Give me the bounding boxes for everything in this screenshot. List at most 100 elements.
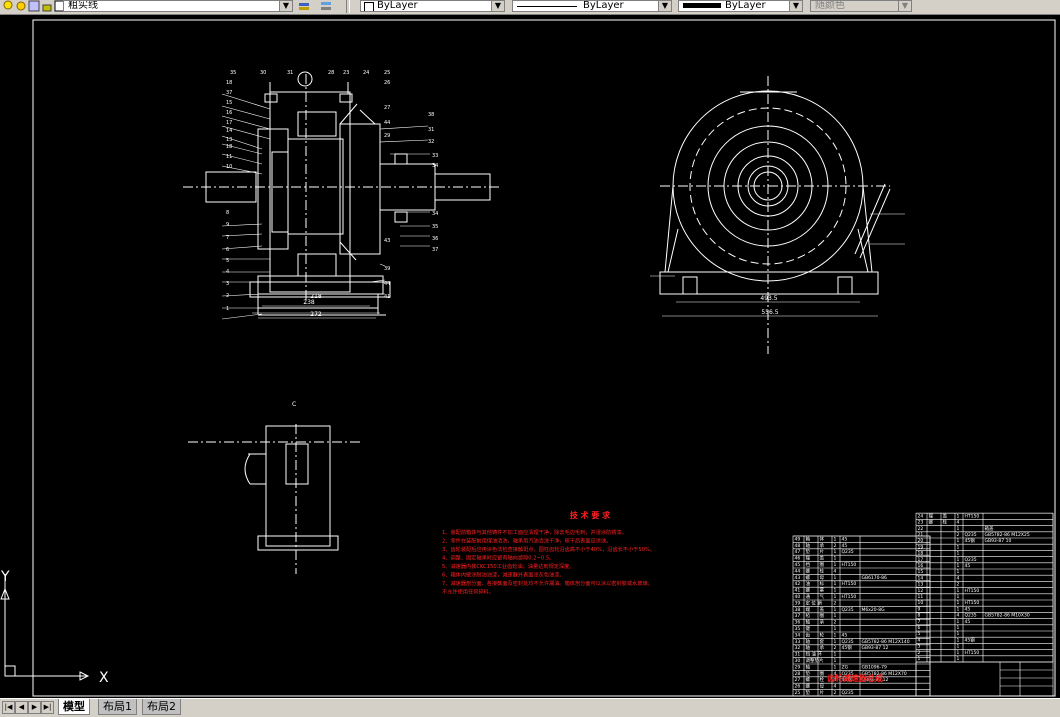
lightbulb-icon[interactable] — [2, 0, 14, 12]
tab-model[interactable]: 模型 — [58, 699, 90, 715]
parts-list-cell: 1 — [834, 581, 837, 587]
svg-text:3: 3 — [226, 281, 229, 287]
parts-list-cell: GB6170-86 — [862, 575, 888, 581]
parts-list-cell: 螺 — [806, 676, 811, 683]
parts-list-cell: 31 — [795, 652, 801, 658]
parts-list-cell: 1 — [957, 619, 960, 625]
parts-list-cell: 2 — [834, 600, 837, 606]
parts-list-cell: 母 — [820, 575, 825, 581]
first-tab-button[interactable]: |◀ — [2, 701, 15, 714]
sun-icon[interactable] — [15, 0, 27, 12]
parts-list-cell: Q235 — [842, 690, 854, 696]
parts-list-cell: 1 — [834, 632, 837, 638]
parts-list-cell: 8 — [918, 613, 921, 619]
layer-dropdown[interactable]: 粗实线 ▼ — [63, 0, 293, 12]
parts-list-cell: 4 — [834, 568, 837, 574]
linetype-dropdown[interactable]: ByLayer ▼ — [512, 0, 672, 12]
parts-list-cell: 1 — [834, 594, 837, 600]
parts-list-cell: 4 — [957, 575, 960, 581]
lineweight-sample — [683, 3, 721, 8]
next-tab-button[interactable]: ▶ — [28, 701, 41, 714]
svg-text:15: 15 — [226, 100, 232, 106]
prev-tab-button[interactable]: ◀ — [15, 701, 28, 714]
parts-list-cell: 1 — [957, 551, 960, 557]
parts-list-cell: 垫 — [806, 670, 811, 677]
toolbar-separator — [346, 0, 350, 13]
parts-list-cell: 箱 — [806, 535, 811, 542]
lineweight-dropdown[interactable]: ByLayer ▼ — [678, 0, 803, 12]
parts-list-cell: 5 — [918, 631, 921, 637]
parts-list-cell: 轴 — [806, 638, 811, 645]
parts-list-cell: 3 — [918, 644, 921, 650]
parts-list-cell: 箱盖 — [985, 525, 994, 532]
parts-list-cell: 端 — [929, 512, 934, 519]
svg-text:31: 31 — [428, 127, 434, 133]
parts-list-cell: 11 — [918, 594, 924, 600]
parts-list-cell: 42 — [795, 581, 801, 587]
parts-list-cell: 套 — [820, 638, 825, 645]
svg-text:34: 34 — [432, 211, 438, 217]
parts-list-cell: GB5782-86 M12X25 — [985, 532, 1030, 538]
parts-list-cell: 螺 — [806, 683, 811, 690]
parts-list-cell: 键 — [806, 625, 811, 632]
parts-list-cell: 37 — [795, 613, 801, 619]
parts-list-cell: Q235 — [842, 549, 854, 555]
svg-text:44: 44 — [384, 120, 390, 126]
layer-previous-icon[interactable] — [320, 0, 332, 12]
parts-list-cell: HT150 — [965, 588, 980, 594]
parts-list-cell: 45 — [795, 562, 801, 568]
parts-list-cell: 1 — [957, 594, 960, 600]
parts-list-cell: 轴 — [806, 619, 811, 626]
tech-note-line: 6、箱体内壁涂耐油油漆，减速器外表面涂灰色油漆。 — [442, 571, 565, 579]
chevron-down-icon[interactable]: ▼ — [789, 1, 802, 11]
parts-list-cell: 13 — [918, 582, 924, 588]
parts-list-cell: 45 — [842, 632, 848, 638]
parts-list-cell: 49 — [795, 536, 801, 542]
parts-list-cell: 30 — [795, 658, 801, 664]
tab-layout1[interactable]: 布局1 — [98, 699, 137, 715]
parts-list-cell: Q235 — [842, 607, 854, 613]
parts-list-cell: 承 — [820, 542, 825, 549]
svg-text:18: 18 — [226, 80, 232, 86]
svg-text:33: 33 — [432, 153, 438, 159]
tech-note-line: 3、齿轮装配后应用涂色法检查接触斑点，圆柱齿轮沿齿高不小于40%，沿齿长不小于5… — [442, 545, 655, 553]
parts-list-cell: 盖 — [820, 606, 825, 613]
parts-list-cell: 1 — [957, 513, 960, 519]
svg-text:11: 11 — [226, 154, 232, 160]
parts-list-cell: 1 — [957, 544, 960, 550]
parts-list-cell: 轴 — [806, 663, 811, 670]
chevron-down-icon[interactable]: ▼ — [658, 1, 671, 11]
parts-list-cell: 承 — [820, 619, 825, 626]
color-square-icon[interactable] — [28, 0, 40, 12]
tech-note-line: 5、减速器内装CKC150工业齿轮油，油量达到规定深度。 — [442, 562, 575, 570]
parts-list-cell: 45钢 — [842, 676, 853, 683]
layer-name: 粗实线 — [68, 0, 98, 11]
layer-manager-icon[interactable] — [298, 0, 310, 12]
svg-text:39: 39 — [384, 266, 390, 272]
chevron-down-icon[interactable]: ▼ — [491, 1, 504, 11]
parts-list-cell: 45 — [842, 543, 848, 549]
svg-text:24: 24 — [363, 70, 369, 76]
plotstyle-value: 随颜色 — [815, 0, 845, 11]
tech-title: 技 术 要 求 — [570, 510, 611, 520]
last-tab-button[interactable]: ▶| — [41, 701, 54, 714]
parts-list-cell: HT150 — [842, 562, 857, 568]
parts-list-cell: 1 — [834, 664, 837, 670]
parts-list-cell: 45钢 — [965, 636, 976, 643]
chevron-down-icon[interactable]: ▼ — [279, 1, 292, 11]
svg-text:27: 27 — [384, 105, 390, 111]
color-dropdown[interactable]: ByLayer ▼ — [360, 0, 505, 12]
parts-list-cell: Q235 — [842, 671, 854, 677]
parts-list-cell: HT150 — [965, 650, 980, 656]
lock-icon[interactable] — [41, 0, 53, 12]
parts-list-cell: 1 — [957, 569, 960, 575]
svg-text:6: 6 — [226, 247, 229, 253]
svg-text:37: 37 — [226, 90, 232, 96]
parts-list-cell: 14 — [918, 575, 924, 581]
tab-layout2[interactable]: 布局2 — [142, 699, 181, 715]
tech-note-line: 4、调整、固定轴承时应留有轴向游隙0.2~0.5。 — [442, 554, 554, 562]
parts-list-cell: 1 — [834, 536, 837, 542]
parts-list-cell: 22 — [918, 526, 924, 532]
svg-text:38: 38 — [428, 112, 434, 118]
